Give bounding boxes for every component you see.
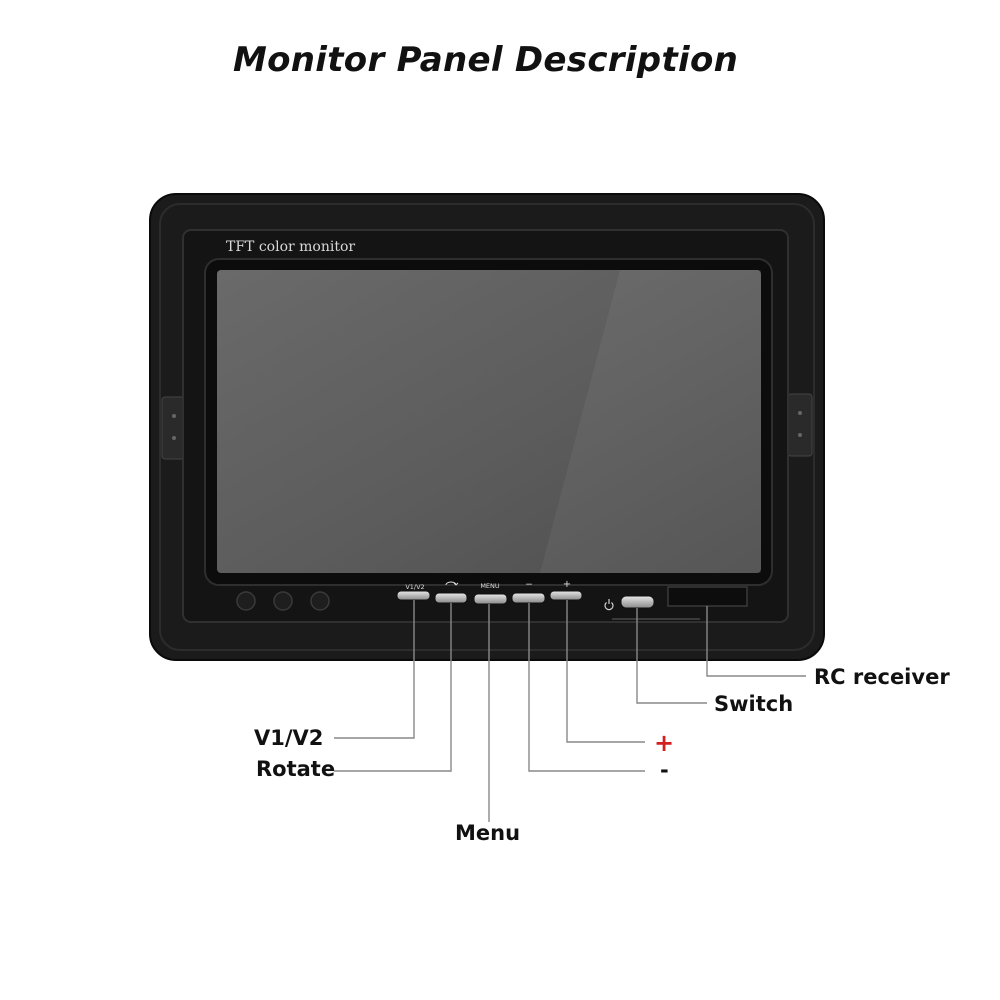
right-bracket-screw [798,411,802,415]
rc-receiver-window [667,586,748,607]
right-bracket [787,393,813,457]
left-bracket-screw [172,414,176,418]
menu-mark: MENU [480,582,500,590]
plus-mark: + [563,579,571,590]
label-v1v2: V1/V2 [254,726,324,750]
label-switch: Switch [714,692,794,716]
screen-glare [540,270,761,573]
v1v2-mark: V1/V2 [405,583,424,591]
leader-line-rotate [334,603,452,772]
label-menu: Menu [455,821,521,845]
indicator-dot [310,591,330,611]
v1v2-button[interactable] [396,590,431,601]
indicator-dot [273,591,293,611]
leader-line-minus [528,603,645,772]
rotate-button[interactable] [434,592,468,604]
leader-line-switch [636,608,707,704]
label-rotate: Rotate [256,757,336,781]
leader-line-rc-receiver [706,606,806,677]
minus-button[interactable] [511,592,546,604]
label-minus: - [660,758,669,782]
plus-button[interactable] [549,590,583,601]
label-rc-receiver: RC receiver [814,665,950,689]
power-icon [604,599,614,611]
screen [217,270,761,573]
indicator-dot [236,591,256,611]
leader-line-v1v2 [334,600,415,739]
diagram-title: Monitor Panel Description [233,40,739,80]
outer-frame-inner-edge [159,203,815,651]
menu-button[interactable] [473,593,508,605]
label-plus: + [654,729,675,757]
brand-text: TFT color monitor [226,239,355,255]
leader-line-plus [566,600,645,743]
switch-button[interactable] [620,595,655,609]
minus-mark: − [525,580,533,590]
right-bracket-screw [798,433,802,437]
left-bracket-screw [172,436,176,440]
rotate-icon [445,581,459,586]
